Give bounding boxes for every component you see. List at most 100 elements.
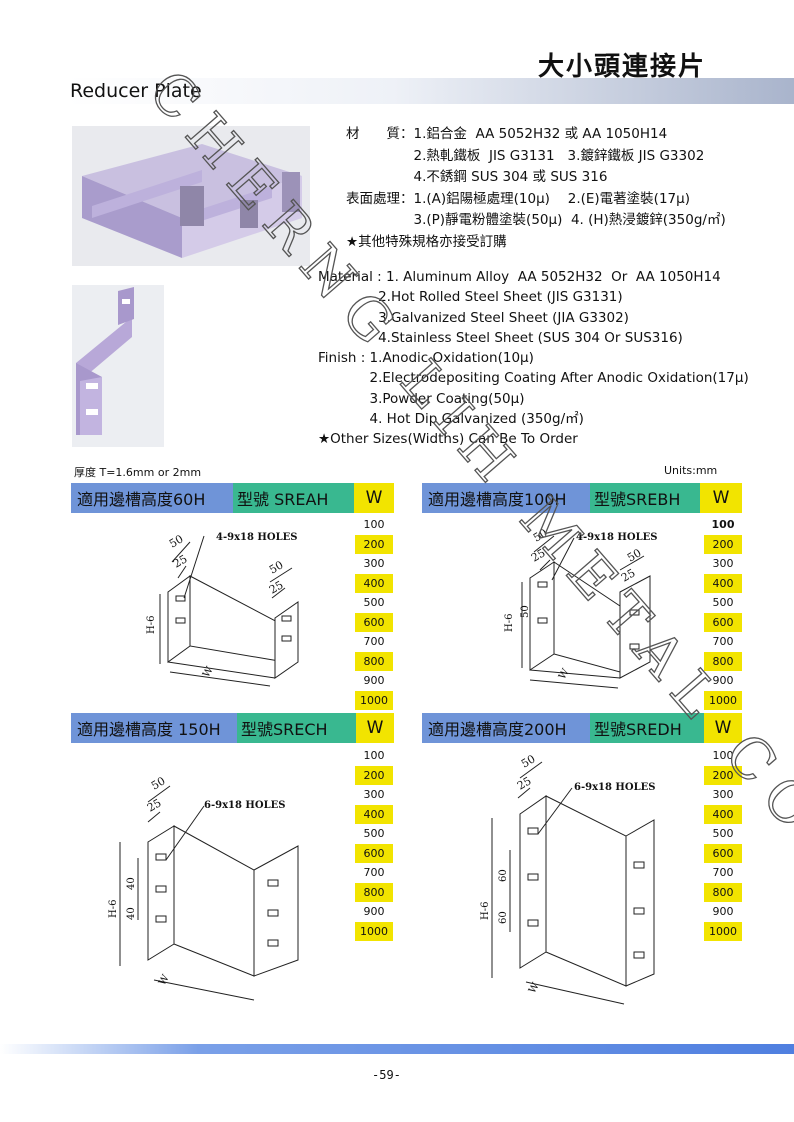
- dim-w: W: [557, 666, 572, 681]
- dim-50: 50: [267, 558, 286, 576]
- width-value: 200: [704, 534, 742, 554]
- spec-cn-line: 材 質：1.鋁合金 AA 5052H32 或 AA 1050H14: [346, 126, 668, 142]
- width-list-srebh: 100 200 300 400 500 600 700 800 900 1000: [704, 515, 742, 710]
- dim-25: 25: [171, 552, 190, 570]
- width-value: 500: [363, 596, 385, 610]
- width-value: 100: [363, 749, 385, 763]
- dim-50: 50: [625, 546, 644, 564]
- page-number: -59-: [372, 1068, 401, 1082]
- holes-label: 6-9x18 HOLES: [204, 800, 285, 811]
- width-value: 100: [711, 518, 735, 532]
- width-value: 1000: [704, 690, 742, 710]
- thickness-note: 厚度 T=1.6mm or 2mm: [74, 466, 202, 479]
- width-header: W: [704, 713, 742, 743]
- width-value: 600: [704, 843, 742, 863]
- width-value: 100: [363, 518, 385, 532]
- model-number-label: 型號SREBH: [590, 483, 700, 513]
- width-value: 500: [363, 827, 385, 841]
- spec-en-line: Finish : 1.Anodic Oxidation(10μ): [318, 350, 534, 367]
- units-note: Units:mm: [664, 464, 718, 477]
- fit-height-label: 適用邊槽高度 150H: [71, 713, 237, 743]
- width-value: 200: [355, 765, 393, 785]
- width-header: W: [700, 483, 742, 513]
- spec-en-line: 3.Powder Coating(50μ): [318, 390, 525, 407]
- dim-w: W: [157, 972, 172, 987]
- model-bar-sreah: 適用邊槽高度60H 型號 SREAH W: [71, 483, 394, 513]
- slot-hole: [527, 919, 539, 927]
- slot-hole: [527, 873, 539, 881]
- dim-h6: H-6: [504, 614, 515, 632]
- width-value: 100: [712, 749, 734, 763]
- width-value: 600: [704, 612, 742, 632]
- width-value: 1000: [355, 921, 393, 941]
- dim-50: 50: [520, 605, 531, 618]
- drawing-sredh: 50 25 6-9x18 HOLES H-6 60 60 W: [480, 752, 655, 1005]
- fit-height-label: 適用邊槽高度100H: [422, 483, 590, 513]
- holes-label: 4-9x18 HOLES: [216, 532, 297, 543]
- spec-cn-line: 3.(P)靜電粉體塗裝(50μ) 4. (H)熱浸鍍鋅(350g/㎡): [346, 212, 726, 228]
- slot-hole: [629, 643, 640, 650]
- spec-en-line: 4. Hot Dip Galvanized (350g/㎡): [318, 411, 584, 428]
- width-value: 200: [704, 765, 742, 785]
- slot-hole: [267, 909, 279, 917]
- width-value: 800: [355, 882, 393, 902]
- width-value: 200: [355, 534, 393, 554]
- spec-cn-line: 表面處理：1.(A)鋁陽極處理(10μ) 2.(E)電著塗裝(17μ): [346, 190, 690, 207]
- width-header: W: [356, 713, 394, 743]
- width-value: 1000: [355, 690, 393, 710]
- slot-hole: [175, 595, 186, 602]
- slot-hole: [633, 907, 645, 915]
- spec-en-line: 4.Stainless Steel Sheet (SUS 304 Or SUS3…: [318, 329, 683, 346]
- spec-en-line: Material : 1. Aluminum Alloy AA 5052H32 …: [318, 269, 721, 285]
- width-value: 300: [363, 557, 385, 571]
- spec-en-line: 3.Galvanized Steel Sheet (JIA G3302): [318, 309, 629, 326]
- dim-h6: H-6: [480, 902, 491, 920]
- width-value: 900: [712, 905, 734, 919]
- drawing-srebh: 50 25 4-9x18 HOLES 50 25 H-6 50 W: [504, 526, 657, 689]
- page-title-en: Reducer Plate: [70, 80, 202, 102]
- width-value: 400: [704, 804, 742, 824]
- spec-cn-block: 材 質：1.鋁合金 AA 5052H32 或 AA 1050H14 2.熱軋鐵板…: [346, 124, 726, 253]
- dim-25: 25: [515, 774, 534, 792]
- page-title-cn: 大小頭連接片: [538, 52, 707, 82]
- slot-hole: [267, 879, 279, 887]
- width-value: 600: [355, 612, 393, 632]
- fit-height-label: 適用邊槽高度60H: [71, 483, 233, 513]
- width-value: 700: [712, 866, 734, 880]
- model-number-label: 型號SREDH: [590, 713, 704, 743]
- width-value: 800: [355, 651, 393, 671]
- width-value: 900: [363, 905, 385, 919]
- fit-height-label: 適用邊槽高度200H: [422, 713, 590, 743]
- dim-50: 50: [519, 752, 538, 770]
- slot-hole: [537, 581, 548, 588]
- reducer-plate-photo-assembly: [72, 126, 310, 266]
- slot-hole: [537, 617, 548, 624]
- spec-cn-line: ★其他特殊規格亦接受訂購: [346, 233, 507, 250]
- width-value: 800: [704, 651, 742, 671]
- width-header: W: [354, 483, 394, 513]
- dim-w: W: [201, 664, 216, 679]
- slot-hole: [629, 609, 640, 616]
- dim-40: 40: [126, 877, 137, 890]
- slot-hole: [633, 861, 645, 869]
- width-list-srech: 100 200 300 400 500 600 700 800 900 1000: [355, 746, 393, 941]
- spec-cn-line: 4.不銹鋼 SUS 304 或 SUS 316: [346, 169, 608, 185]
- dim-60: 60: [498, 869, 509, 882]
- width-value: 800: [704, 882, 742, 902]
- width-value: 900: [712, 674, 734, 688]
- dim-60: 60: [498, 911, 509, 924]
- slot-hole: [633, 951, 645, 959]
- dim-50: 50: [167, 532, 186, 550]
- model-bar-srebh: 適用邊槽高度100H 型號SREBH W: [422, 483, 742, 513]
- slot-hole: [155, 885, 167, 893]
- model-number-label: 型號 SREAH: [233, 483, 354, 513]
- dim-40: 40: [126, 907, 137, 920]
- spec-en-block: Material : 1. Aluminum Alloy AA 5052H32 …: [318, 267, 749, 450]
- dim-25: 25: [529, 546, 548, 564]
- spec-en-line: ★Other Sizes(Widths) Can Be To Order: [318, 431, 578, 448]
- width-value: 600: [355, 843, 393, 863]
- model-number-label: 型號SRECH: [237, 713, 356, 743]
- width-value: 500: [712, 596, 734, 610]
- width-value: 300: [363, 788, 385, 802]
- slot-hole: [267, 939, 279, 947]
